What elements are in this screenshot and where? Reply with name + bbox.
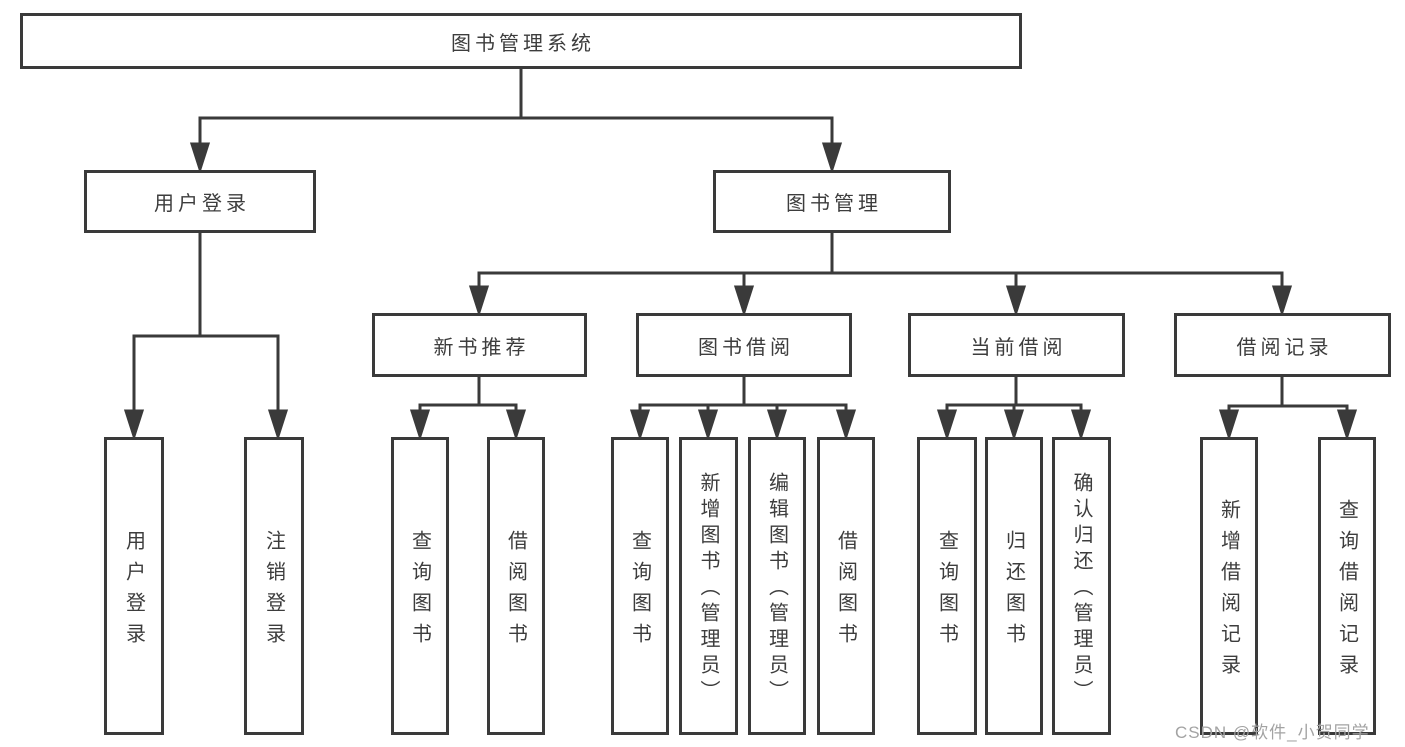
- csdn-watermark: CSDN @软件_小贺同学: [1175, 723, 1370, 742]
- node-add-borrow-record: 新增借阅记录: [1200, 437, 1258, 735]
- connector-new-book-to-leaves: [409, 375, 527, 441]
- node-borrow-books-under-borrowing: 借阅图书: [817, 437, 875, 735]
- node-label: 用户登录: [122, 529, 145, 654]
- arrowhead: [505, 409, 527, 441]
- arrowhead: [1070, 409, 1092, 441]
- node-label: 新增图书（管理员）: [697, 472, 719, 706]
- node-query-books-under-recommendation: 查询图书: [391, 437, 449, 735]
- node-label: 借阅图书: [834, 529, 857, 654]
- node-confirm-return-admin: 确认归还（管理员）: [1052, 437, 1111, 735]
- node-label: 图书管理系统: [451, 32, 595, 55]
- node-book-management: 图书管理: [713, 170, 951, 233]
- connector-root-to-row1: [189, 67, 843, 174]
- node-library-system: 图书管理系统: [20, 13, 1022, 69]
- connector-user-login-to-leaves: [123, 231, 289, 441]
- node-query-borrow-record: 查询借阅记录: [1318, 437, 1376, 735]
- node-label: 新增借阅记录: [1217, 498, 1240, 685]
- node-label: 确认归还（管理员）: [1070, 472, 1092, 706]
- connector-current-borrow-to-leaves: [936, 375, 1092, 441]
- node-edit-books-admin: 编辑图书（管理员）: [748, 437, 806, 735]
- arrowhead: [409, 409, 431, 441]
- node-label: 图书借阅: [698, 336, 794, 359]
- node-add-books-admin: 新增图书（管理员）: [679, 437, 738, 735]
- node-label: 查询图书: [408, 529, 431, 654]
- arrowhead: [766, 409, 788, 441]
- arrowhead: [629, 409, 651, 441]
- arrowhead: [1336, 409, 1358, 441]
- connector-book-borrow-to-leaves: [629, 375, 857, 441]
- node-label: 注销登录: [262, 529, 285, 654]
- node-label: 借阅图书: [504, 529, 527, 654]
- node-query-books-under-current: 查询图书: [917, 437, 977, 735]
- node-label: 查询图书: [628, 529, 651, 654]
- node-label: 新书推荐: [433, 336, 530, 359]
- arrowhead: [733, 285, 755, 317]
- node-label: 查询图书: [935, 529, 958, 654]
- node-user-login: 用户登录: [104, 437, 164, 735]
- arrowhead: [821, 142, 843, 174]
- node-label: 借阅记录: [1236, 336, 1333, 359]
- node-logout: 注销登录: [244, 437, 304, 735]
- arrowhead: [189, 142, 211, 174]
- node-return-books: 归还图书: [985, 437, 1043, 735]
- arrowhead: [1218, 409, 1240, 441]
- arrowhead: [1003, 409, 1025, 441]
- node-label: 归还图书: [1002, 529, 1025, 654]
- arrowhead: [1005, 285, 1027, 317]
- node-query-books-under-borrowing: 查询图书: [611, 437, 669, 735]
- node-label: 图书管理: [786, 193, 882, 215]
- node-user-login-group: 用户登录: [84, 170, 316, 233]
- arrowhead: [936, 409, 958, 441]
- node-label: 用户登录: [154, 193, 250, 215]
- arrowhead: [468, 285, 490, 317]
- node-label: 编辑图书（管理员）: [765, 472, 788, 706]
- arrowhead: [1271, 285, 1293, 317]
- arrowhead: [697, 409, 719, 441]
- arrowhead: [123, 409, 145, 441]
- node-book-borrowing: 图书借阅: [636, 313, 852, 377]
- connector-book-mgmt-to-row2: [468, 231, 1293, 317]
- node-label: 当前借阅: [970, 336, 1067, 359]
- node-label: 查询借阅记录: [1335, 498, 1358, 685]
- node-current-borrowing: 当前借阅: [908, 313, 1125, 377]
- node-new-book-recommendation: 新书推荐: [372, 313, 587, 377]
- arrowhead: [267, 409, 289, 441]
- node-borrowing-records: 借阅记录: [1174, 313, 1391, 377]
- node-borrow-books-under-recommendation: 借阅图书: [487, 437, 545, 735]
- connector-borrow-records-to-leaves: [1218, 375, 1358, 441]
- arrowhead: [835, 409, 857, 441]
